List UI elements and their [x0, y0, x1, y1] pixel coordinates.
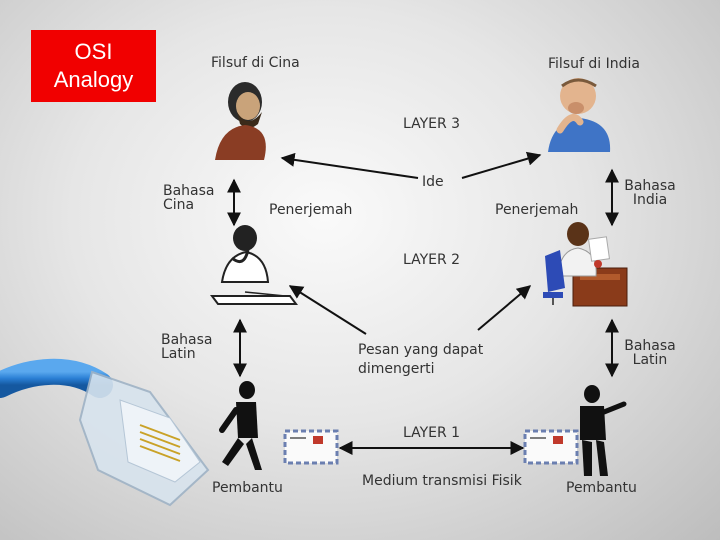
chinese-language-label: Bahasa Cina: [163, 184, 231, 212]
title-line-2: Analogy: [31, 66, 156, 94]
envelope-left-icon: [285, 431, 337, 463]
message-label: Pesan yang dapat dimengerti: [358, 341, 498, 379]
medium-label: Medium transmisi Fisik: [362, 474, 522, 488]
layer-1-label: LAYER 1: [403, 426, 460, 440]
latin-language-left-label: Bahasa Latin: [161, 333, 225, 361]
ethernet-cable-icon: [0, 372, 208, 505]
philosopher-india-figure: [548, 78, 610, 152]
arrow-message-right: [478, 286, 530, 330]
translator-left-label: Penerjemah: [269, 203, 352, 217]
latin-language-right-label: Bahasa Latin: [618, 339, 682, 367]
layer-3-label: LAYER 3: [403, 117, 460, 131]
idea-label: Ide: [422, 175, 444, 189]
arrow-message-left: [290, 286, 366, 334]
translator-right-label: Penerjemah: [495, 203, 578, 217]
arrow-idea-right: [462, 155, 540, 178]
philosopher-china-label: Filsuf di Cina: [211, 56, 300, 70]
messenger-right-label: Pembantu: [566, 481, 637, 495]
translator-left-figure: [212, 225, 296, 304]
messenger-left-figure: [222, 381, 262, 470]
philosopher-china-figure: [215, 82, 266, 160]
messenger-left-label: Pembantu: [212, 481, 283, 495]
philosopher-india-label: Filsuf di India: [548, 57, 640, 71]
translator-right-figure: [543, 222, 627, 306]
layer-2-label: LAYER 2: [403, 253, 460, 267]
messenger-right-figure: [580, 385, 624, 476]
title-box: OSI Analogy: [31, 30, 156, 102]
title-line-1: OSI: [31, 38, 156, 66]
indian-language-label: Bahasa India: [620, 179, 680, 207]
arrow-idea-left: [282, 158, 418, 178]
envelope-right-icon: [525, 431, 577, 463]
